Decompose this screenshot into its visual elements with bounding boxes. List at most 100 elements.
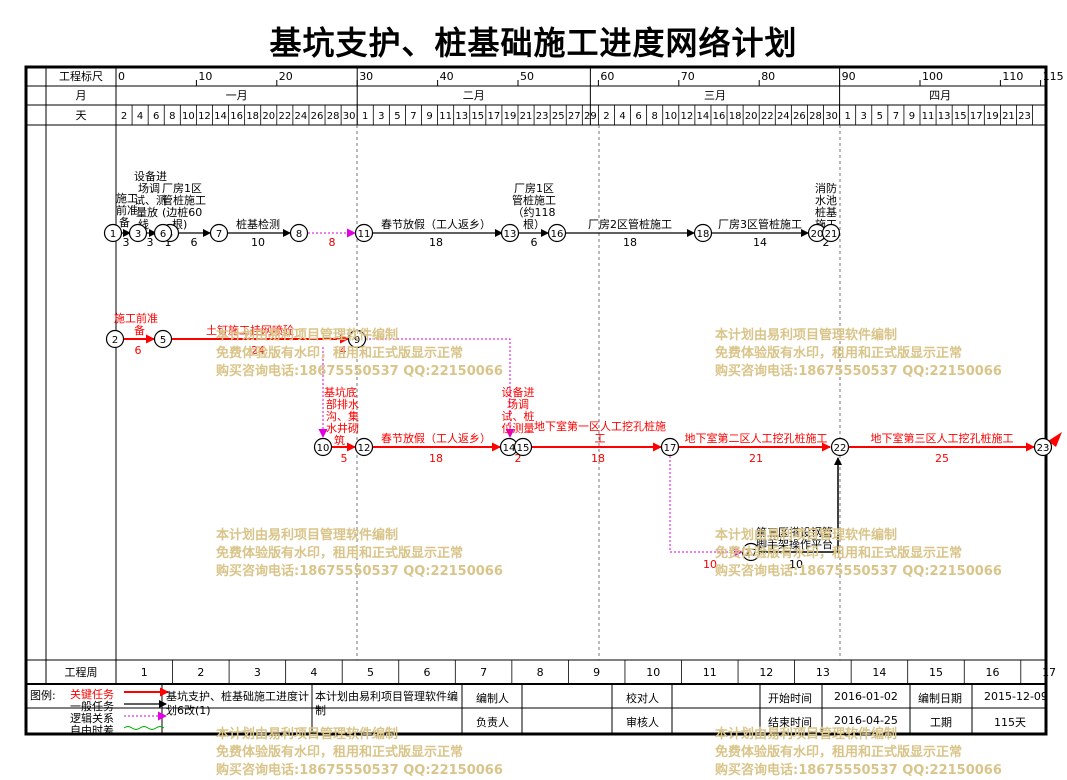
svg-text:工: 工: [595, 432, 606, 445]
month-name: 四月: [929, 89, 951, 102]
ruler-tick: 20: [279, 70, 293, 83]
page-title: 基坑支护、桩基础施工进度网络计划: [269, 24, 798, 62]
day-number: 3: [378, 111, 384, 122]
week-number: 12: [759, 666, 773, 679]
day-number: 27: [568, 111, 581, 122]
start-label: 开始时间: [768, 692, 812, 705]
network-node: 5: [153, 329, 173, 349]
network-node: 3: [128, 223, 148, 243]
day-number: 12: [198, 111, 211, 122]
end-label: 结束时间: [768, 716, 812, 729]
svg-text:22: 22: [834, 443, 847, 454]
svg-text:5: 5: [160, 335, 166, 346]
watermark: 本计划由易利项目管理软件编制免费体验版有水印，租用和正式版显示正常购买咨询电话:…: [715, 727, 1002, 778]
week-number: 6: [424, 666, 431, 679]
ruler-tick: 30: [359, 70, 373, 83]
day-number: 13: [938, 111, 951, 122]
day-number: 2: [603, 111, 609, 122]
svg-text:消防: 消防: [815, 181, 837, 195]
day-number: 14: [214, 111, 227, 122]
day-number: 19: [986, 111, 999, 122]
date-value: 2015-12-09: [984, 690, 1048, 703]
network-node: 18: [693, 223, 713, 243]
day-number: 5: [394, 111, 400, 122]
svg-text:管桩施工: 管桩施工: [162, 193, 206, 207]
svg-text:地下室第二区人工挖孔桩施工: 地下室第二区人工挖孔桩施工: [685, 431, 828, 445]
svg-text:14: 14: [753, 236, 767, 249]
day-number: 2: [121, 111, 127, 122]
svg-text:18: 18: [697, 229, 710, 240]
svg-text:沟、集: 沟、集: [326, 409, 359, 423]
day-number: 22: [761, 111, 774, 122]
start-value: 2016-01-02: [834, 690, 898, 703]
project-name: 基坑支护、桩基础施工进度计划6改(1): [166, 690, 309, 717]
svg-text:10: 10: [703, 558, 717, 571]
svg-text:6: 6: [531, 236, 538, 249]
week-number: 15: [929, 666, 943, 679]
network-node: 8: [289, 223, 309, 243]
week-number: 16: [986, 666, 1000, 679]
svg-text:6: 6: [160, 229, 166, 240]
outer-frame: [24, 65, 1048, 736]
arrow-18-22: [760, 457, 842, 553]
network-node: 22: [830, 437, 850, 457]
svg-text:厂房2区管桩施工: 厂房2区管桩施工: [588, 217, 672, 231]
month-name: 三月: [704, 89, 726, 102]
day-number: 16: [713, 111, 726, 122]
day-number: 4: [619, 111, 625, 122]
day-number: 14: [697, 111, 710, 122]
watermark: 本计划由易利项目管理软件编制免费体验版有水印，租用和正式版显示正常购买咨询电话:…: [216, 727, 503, 778]
svg-text:18: 18: [591, 452, 605, 465]
svg-text:25: 25: [935, 452, 949, 465]
month-label: 月: [76, 89, 87, 102]
day-number: 3: [861, 111, 867, 122]
ruler-tick: 0: [118, 70, 125, 83]
day-number: 11: [439, 111, 452, 122]
network-node: 11: [354, 223, 374, 243]
ruler-tick: 115: [1043, 70, 1064, 83]
month-name: 一月: [226, 89, 248, 102]
svg-text:前准: 前准: [116, 203, 138, 217]
ruler-tick: 40: [440, 70, 454, 83]
day-number: 28: [809, 111, 822, 122]
day-number: 26: [793, 111, 806, 122]
day-number: 21: [520, 111, 533, 122]
svg-text:6: 6: [135, 344, 142, 357]
day-number: 8: [169, 111, 175, 122]
day-number: 30: [343, 111, 356, 122]
day-number: 23: [536, 111, 549, 122]
day-number: 13: [455, 111, 468, 122]
svg-text:14: 14: [503, 443, 516, 454]
legend-samples: [123, 687, 169, 730]
svg-text:场调: 场调: [507, 397, 529, 411]
network-node: 17: [741, 542, 761, 562]
svg-text:厂房1区: 厂房1区: [514, 182, 554, 195]
svg-text:10: 10: [789, 558, 803, 571]
svg-text:5: 5: [341, 452, 348, 465]
network-node: 2: [105, 329, 125, 349]
day-number: 19: [504, 111, 517, 122]
watermark: 本计划由易利项目管理软件编制免费体验版有水印，租用和正式版显示正常购买咨询电话:…: [216, 528, 503, 579]
svg-text:(边桩60: (边桩60: [162, 205, 202, 219]
week-number: 2: [197, 666, 204, 679]
svg-text:备: 备: [134, 323, 145, 337]
watermark: 本计划由易利项目管理软件编制免费体验版有水印，租用和正式版显示正常购买咨询电话:…: [715, 528, 1002, 579]
svg-text:17: 17: [745, 548, 758, 559]
svg-text:2: 2: [823, 236, 830, 249]
svg-text:10: 10: [317, 443, 330, 454]
row1-dummy-duration: 8: [329, 236, 336, 249]
svg-text:2: 2: [112, 335, 118, 346]
day-number: 16: [230, 111, 243, 122]
svg-text:21: 21: [825, 229, 838, 240]
svg-text:春节放假（工人返乡）: 春节放假（工人返乡）: [381, 431, 491, 445]
svg-text:水池: 水池: [815, 194, 837, 207]
network-node: 23: [1033, 437, 1053, 457]
day-label: 天: [76, 109, 87, 122]
day-number: 26: [311, 111, 324, 122]
legend-logic: 逻辑关系: [70, 712, 114, 725]
svg-text:土钉施工挂网喷砼: 土钉施工挂网喷砼: [206, 323, 294, 337]
